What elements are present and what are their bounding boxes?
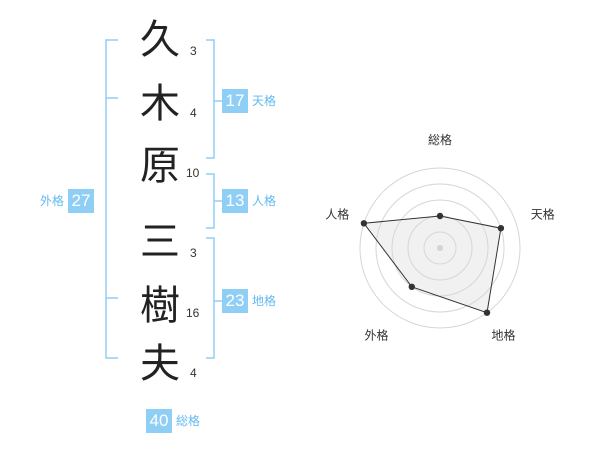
chikaku-bracket	[206, 237, 215, 359]
radar-axis-label-3: 地格	[491, 327, 515, 342]
radar-point-4	[408, 283, 415, 290]
name-char-2: 木	[140, 81, 180, 127]
radar-point-2	[497, 225, 505, 232]
soukaku-label: 総格	[176, 414, 201, 428]
gaikaku-bracket	[105, 39, 118, 359]
jinkaku-label: 人格	[252, 194, 277, 208]
gaikaku-label: 外格	[40, 194, 65, 208]
jinkaku-value: 13	[222, 189, 248, 213]
chikaku-label: 地格	[252, 294, 277, 308]
gaikaku-value: 27	[68, 189, 95, 213]
stroke-count-3: 10	[186, 166, 200, 180]
stroke-count-1: 3	[190, 44, 197, 58]
stroke-count-5: 16	[186, 306, 200, 320]
name-char-5: 樹	[140, 283, 180, 329]
radar-axis-label-2: 天格	[531, 207, 555, 222]
jinkaku-badge: 13 人格	[222, 189, 280, 213]
tenkaku-bracket	[206, 39, 215, 159]
name-char-6: 夫	[140, 341, 180, 387]
radar-polygon	[362, 215, 502, 314]
chikaku-badge: 23 地格	[222, 289, 280, 313]
radar-axis-label-1: 総格	[428, 132, 452, 147]
tenkaku-label: 天格	[252, 94, 277, 108]
radar-point-1	[436, 212, 444, 220]
radar-grid-ring	[375, 183, 505, 313]
tenkaku-badge: 17 天格	[222, 89, 280, 113]
gaikaku-badge: 外格 27	[36, 189, 95, 213]
radar-axis-label-4: 外格	[364, 327, 388, 342]
stroke-count-6: 4	[190, 366, 197, 380]
soukaku-value: 40	[146, 409, 172, 433]
radar-center-dot	[437, 245, 443, 251]
tenkaku-value: 17	[222, 89, 248, 113]
name-char-3: 原	[140, 143, 180, 189]
name-char-4: 三	[140, 219, 180, 265]
name-char-1: 久	[140, 17, 180, 63]
chikaku-value: 23	[222, 289, 248, 313]
radar-axis-label-5: 人格	[325, 207, 349, 222]
radar-point-5	[360, 220, 368, 227]
radar-grid-ring	[359, 167, 521, 329]
soukaku-badge: 40 総格	[146, 409, 204, 433]
radar-point-3	[483, 309, 491, 316]
stroke-count-2: 4	[190, 106, 197, 120]
radar-grid-ring	[423, 231, 457, 265]
stroke-count-4: 3	[190, 246, 197, 260]
